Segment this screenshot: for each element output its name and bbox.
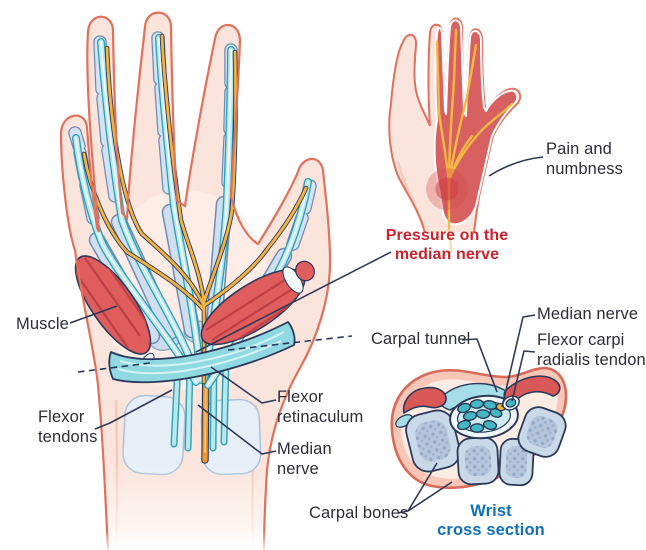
cross-section-plane-dashed-line (77, 335, 353, 373)
label-pain-and-numbness: Pain and numbness (546, 140, 623, 178)
label-carpal-bones: Carpal bones (309, 504, 409, 522)
flexor-carpi-radialis-tendon-oval (502, 395, 520, 411)
leader-line-flexor-retinaculum (210, 366, 277, 404)
bottom-edge-fade (85, 530, 290, 550)
finger-flexor-tendons (72, 34, 312, 389)
label-carpal-tunnel: Carpal tunnel (371, 330, 471, 348)
leader-line-median-nerve (197, 404, 277, 455)
pressure-point (426, 168, 468, 210)
label-wrist-cross-section: Wrist cross section (437, 502, 545, 540)
cross-section-muscle-left (402, 386, 447, 415)
carpal-bone (517, 406, 567, 458)
hand-skin-outline (59, 11, 332, 550)
label-pressure-on-median-nerve: Pressure on the median nerve (385, 227, 509, 263)
symptom-hand-figure (388, 17, 522, 254)
leader-line-flexor-tendons (94, 389, 173, 430)
tunnel-tendon-ovals (457, 399, 503, 433)
leader-lines (69, 156, 544, 514)
label-flexor-tendons: Flexor tendons (38, 408, 98, 446)
leader-line-flexor-carpi (511, 350, 536, 402)
leader-line-pressure (195, 251, 392, 353)
leader-line-carpal-tunnel (461, 338, 498, 393)
label-muscle: Muscle (16, 315, 69, 333)
label-flexor-retinaculum: Flexor retinaculum (277, 388, 364, 426)
thenar-muscle (200, 260, 315, 352)
leader-line-carpal-bones (397, 462, 453, 514)
label-median-nerve-cross-section: Median nerve (537, 305, 639, 323)
leader-line-pain-numbness (488, 156, 544, 177)
carpal-bone (456, 436, 500, 486)
median-nerve-branches-small (435, 28, 514, 254)
flexor-tendon-bundle-below-retinaculum (170, 359, 230, 452)
main-hand-figure (59, 11, 353, 550)
label-median-nerve: Median nerve (277, 440, 332, 478)
label-flexor-carpi-radialis-tendon: Flexor carpi radialis tendon (537, 331, 646, 369)
wrist-cross-section-figure (390, 366, 568, 490)
forearm-bones (122, 394, 262, 476)
carpal-bone (405, 409, 461, 473)
leader-line-muscle (69, 305, 118, 324)
leader-line-median-nerve-cs (501, 314, 536, 408)
